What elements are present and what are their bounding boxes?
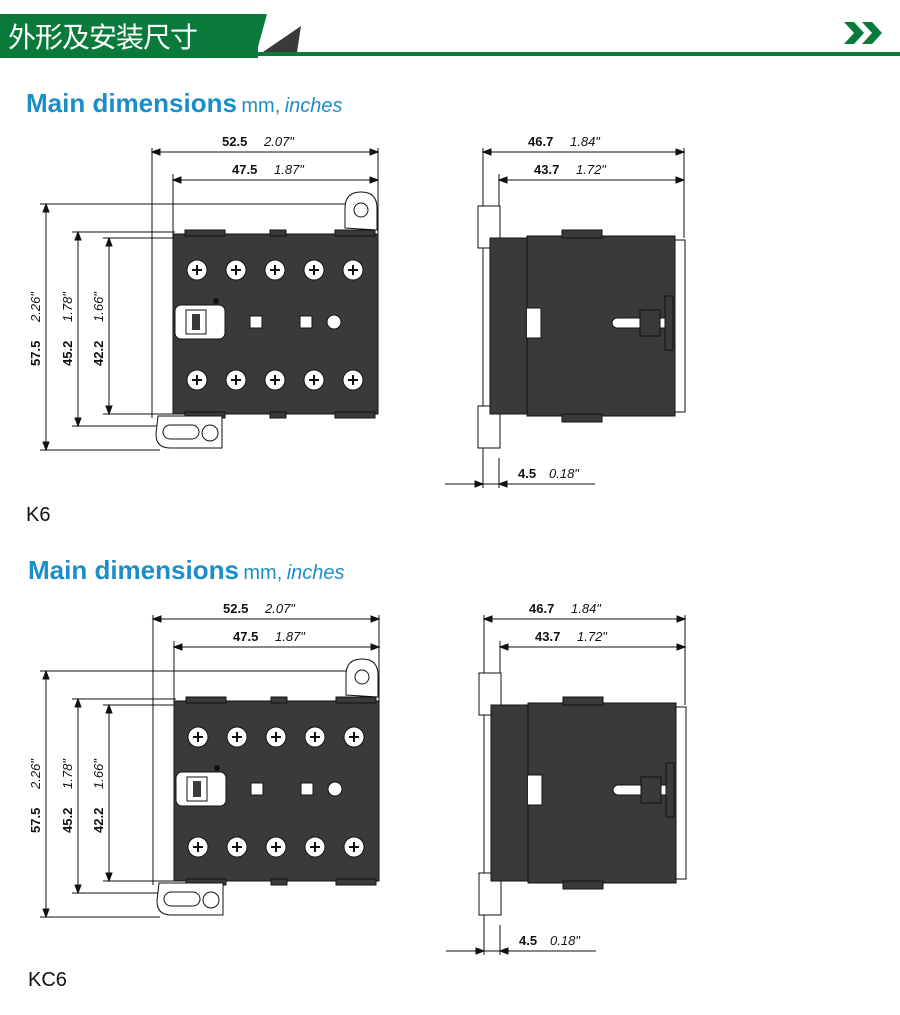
dim-height-mid-mm: 45.2 <box>60 808 75 833</box>
heading-main: Main dimensions <box>28 555 239 585</box>
dim-height-inner-in: 1.66" <box>91 291 106 322</box>
dim-height-total-mm: 57.5 <box>28 808 43 833</box>
dim-height-total-mm: 57.5 <box>28 341 43 366</box>
dim-rail-mm: 4.5 <box>519 933 537 948</box>
model-label: K6 <box>26 504 51 526</box>
heading-unit-in: inches <box>286 562 345 584</box>
header-slant <box>255 14 301 58</box>
dim-height-inner-in: 1.66" <box>91 758 106 789</box>
dim-depth-inner-in: 1.72" <box>577 629 608 644</box>
dim-depth-outer-in: 1.84" <box>571 601 602 616</box>
dim-height-mid-in: 1.78" <box>60 758 75 789</box>
heading-main: Main dimensions <box>26 88 237 118</box>
section-heading: Main dimensions mm, inches <box>28 555 345 586</box>
front-view <box>156 658 380 916</box>
heading-unit-mm: mm, <box>243 562 283 584</box>
dim-width-outer-mm: 52.5 <box>223 601 248 616</box>
dimension-drawing: 52.5 2.07" 47.5 1.87" 57.5 2.26" 45.2 1.… <box>28 134 686 488</box>
dim-depth-outer-mm: 46.7 <box>528 134 553 149</box>
dim-height-total-in: 2.26" <box>28 758 43 790</box>
dim-height-inner-mm: 42.2 <box>91 808 106 833</box>
dim-height-inner-mm: 42.2 <box>91 341 106 366</box>
dim-depth-outer-mm: 46.7 <box>529 601 554 616</box>
dim-height-total-in: 2.26" <box>28 291 43 323</box>
dim-depth-inner-mm: 43.7 <box>534 162 559 177</box>
dim-width-outer-mm: 52.5 <box>222 134 247 149</box>
dim-rail-mm: 4.5 <box>518 466 536 481</box>
dim-width-outer-in: 2.07" <box>263 134 295 149</box>
dim-height-mid-in: 1.78" <box>60 291 75 322</box>
header-rule <box>0 52 900 56</box>
heading-unit-mm: mm, <box>241 95 281 117</box>
header-title-bg <box>0 14 258 58</box>
section-heading: Main dimensions mm, inches <box>26 88 343 119</box>
dimension-drawing: 52.5 2.07" 47.5 1.87" 57.5 2.26" 45.2 1.… <box>28 601 687 955</box>
dim-rail-in: 0.18" <box>549 466 580 481</box>
dimension-section-k6: Main dimensions mm, inches <box>0 88 900 548</box>
double-chevron-right-icon[interactable] <box>842 18 886 48</box>
side-view <box>477 205 686 449</box>
dim-depth-outer-in: 1.84" <box>570 134 601 149</box>
page-title: 外形及安装尺寸 <box>8 21 198 54</box>
dim-height-mid-mm: 45.2 <box>60 341 75 366</box>
model-label: KC6 <box>28 969 67 991</box>
header-banner: 外形及安装尺寸 <box>0 14 301 58</box>
side-view <box>478 672 687 916</box>
dim-width-inner-mm: 47.5 <box>232 162 257 177</box>
dim-depth-inner-in: 1.72" <box>576 162 607 177</box>
dimension-section-kc6: Main dimensions mm, inches <box>0 555 900 1015</box>
dim-width-outer-in: 2.07" <box>264 601 296 616</box>
dim-width-inner-mm: 47.5 <box>233 629 258 644</box>
dim-width-inner-in: 1.87" <box>275 629 306 644</box>
dim-width-inner-in: 1.87" <box>274 162 305 177</box>
heading-unit-in: inches <box>284 95 343 117</box>
dim-rail-in: 0.18" <box>550 933 581 948</box>
front-view <box>155 191 379 449</box>
dim-depth-inner-mm: 43.7 <box>535 629 560 644</box>
